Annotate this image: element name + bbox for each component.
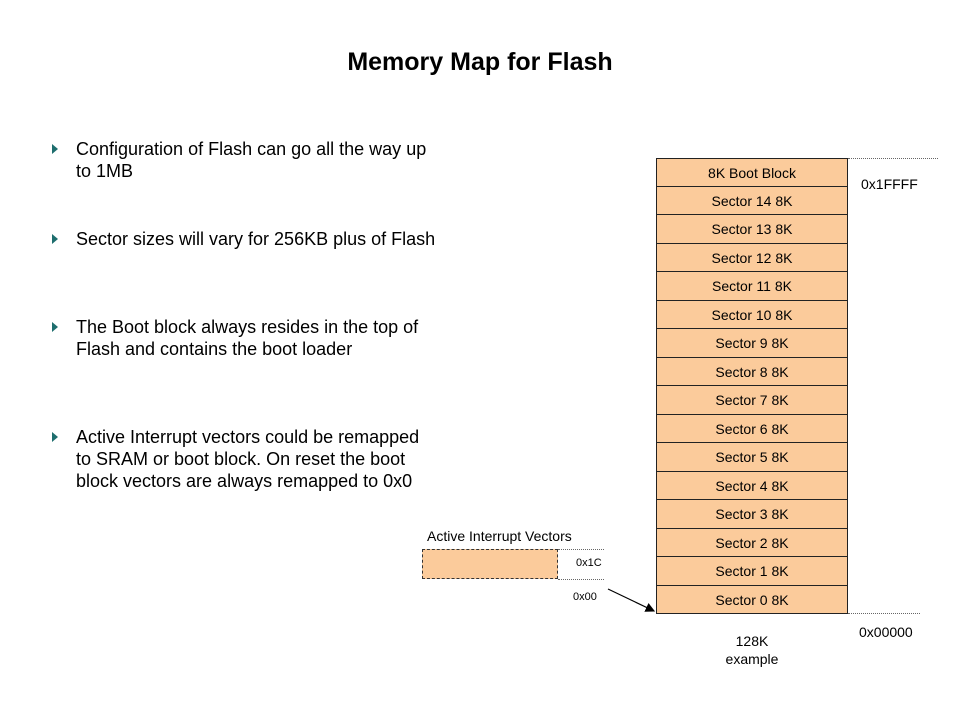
remap-arrow-icon (607, 588, 656, 612)
triangle-bullet-icon (52, 432, 58, 442)
bottom-address-label: 0x00000 (859, 624, 913, 640)
vectors-bottom-address: 0x00 (573, 591, 597, 603)
bullet-text: Configuration of Flash can go all the wa… (76, 139, 427, 181)
memory-block-sector-1: Sector 1 8K (656, 557, 848, 586)
memory-block-sector-5: Sector 5 8K (656, 443, 848, 472)
triangle-bullet-icon (52, 144, 58, 154)
bullet-text: Active Interrupt vectors could be remapp… (76, 427, 420, 491)
vectors-label: Active Interrupt Vectors (427, 528, 572, 544)
triangle-bullet-icon (52, 322, 58, 332)
bullet-text: The Boot block always resides in the top… (76, 317, 419, 359)
top-address-label: 0x1FFFF (861, 176, 918, 192)
memory-map-caption: 128K example (656, 632, 848, 668)
memory-block-sector-0: Sector 0 8K (656, 585, 848, 614)
memory-block-sector-7: Sector 7 8K (656, 386, 848, 415)
bottom-address-guide (848, 613, 920, 614)
triangle-bullet-icon (52, 234, 58, 244)
vectors-top-address: 0x1C (576, 557, 602, 569)
interrupt-vectors-box (422, 549, 558, 579)
memory-block-sector-8: Sector 8 8K (656, 357, 848, 386)
memory-block-sector-9: Sector 9 8K (656, 329, 848, 358)
vectors-bottom-guide (558, 579, 604, 580)
memory-block-sector-14: Sector 14 8K (656, 186, 848, 215)
memory-block-sector-2: Sector 2 8K (656, 528, 848, 557)
caption-example: example (725, 651, 779, 667)
memory-block-sector-11: Sector 11 8K (656, 272, 848, 301)
memory-block-sector-13: Sector 13 8K (656, 215, 848, 244)
top-address-guide (848, 158, 938, 159)
memory-block-sector-12: Sector 12 8K (656, 243, 848, 272)
memory-map: 8K Boot Block Sector 14 8K Sector 13 8K … (656, 158, 848, 614)
slide-title: Memory Map for Flash (347, 48, 613, 76)
caption-size: 128K (735, 633, 769, 649)
memory-block-sector-3: Sector 3 8K (656, 500, 848, 529)
memory-block-boot: 8K Boot Block (656, 158, 848, 187)
vectors-top-guide (558, 549, 604, 550)
memory-block-sector-4: Sector 4 8K (656, 471, 848, 500)
memory-block-sector-10: Sector 10 8K (656, 300, 848, 329)
memory-block-sector-6: Sector 6 8K (656, 414, 848, 443)
bullet-text: Sector sizes will vary for 256KB plus of… (76, 229, 436, 249)
